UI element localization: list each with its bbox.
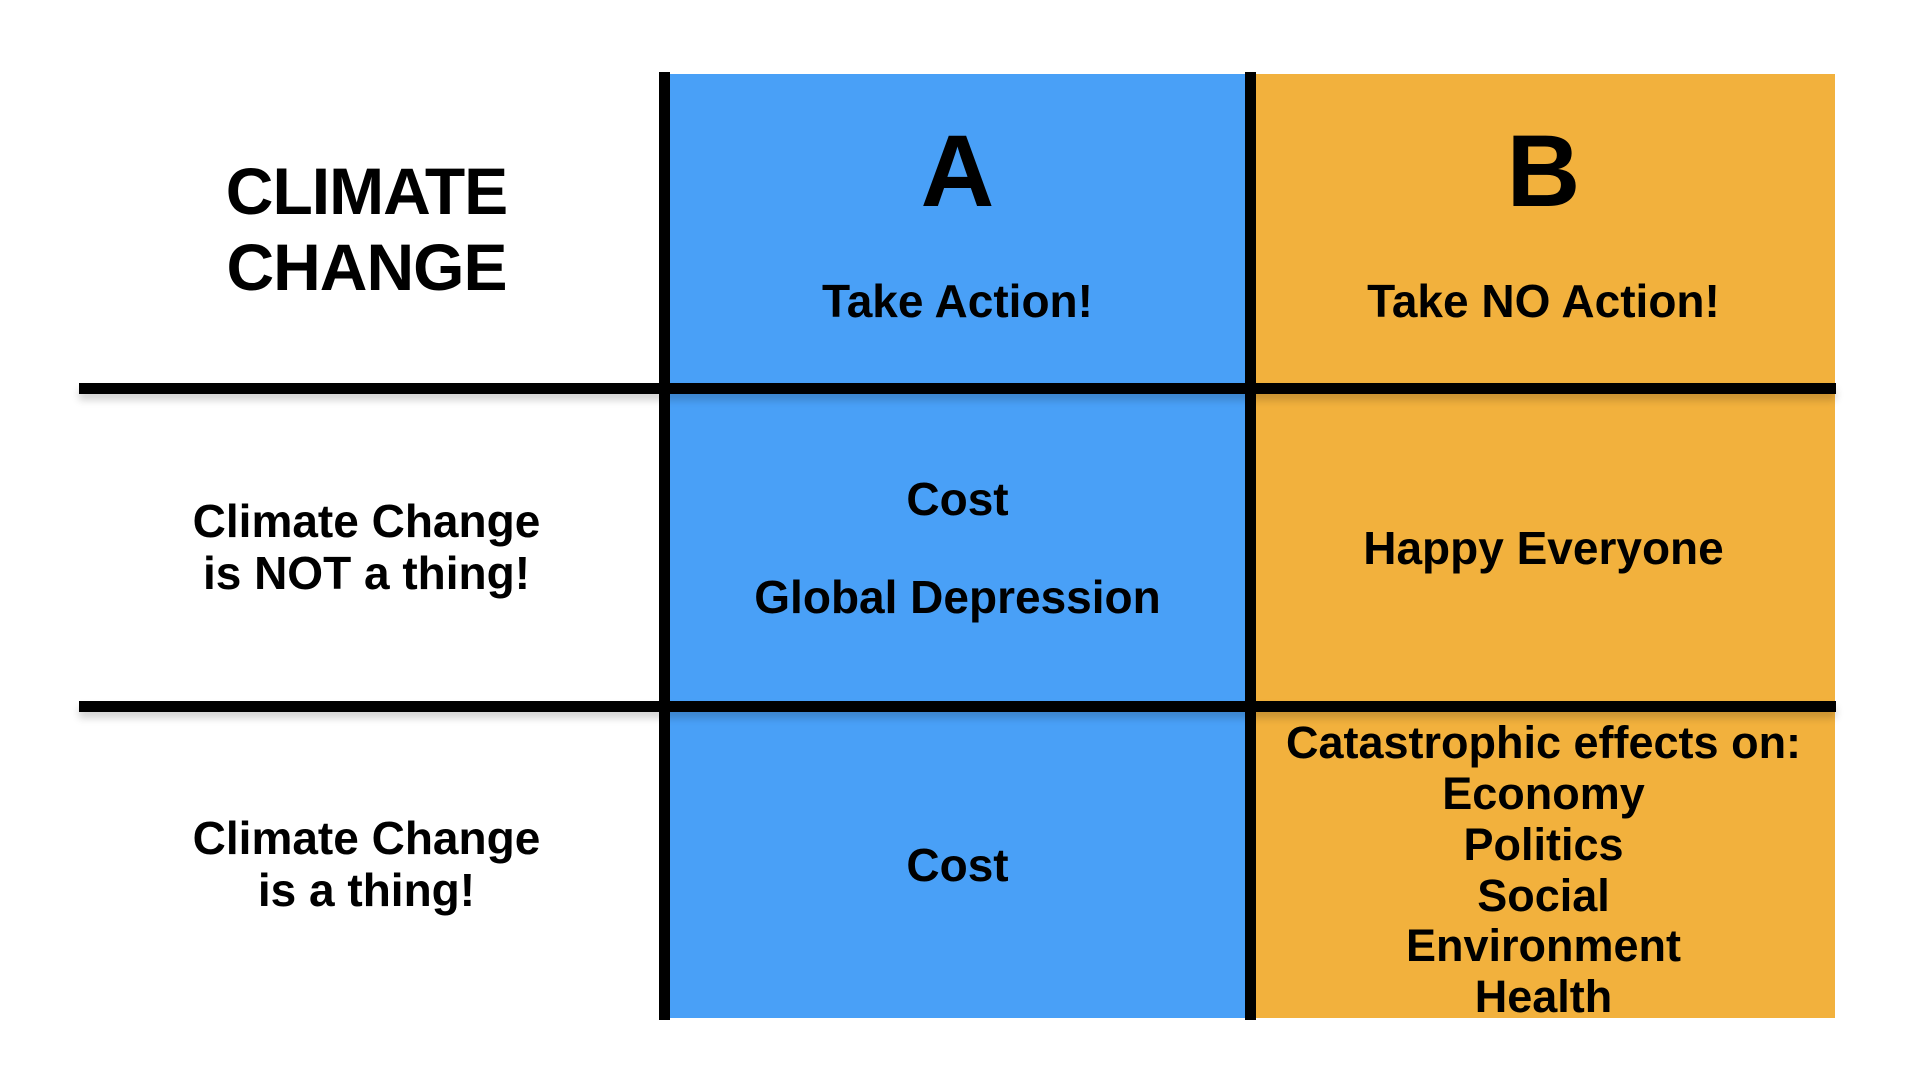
row-label-not-a-thing: Climate Change is NOT a thing! [79, 394, 654, 701]
list-item: Economy [1442, 767, 1645, 819]
table-title: CLIMATE CHANGE [79, 74, 654, 383]
list-item: Environment [1405, 920, 1682, 972]
column-header-a: A Take Action! [670, 74, 1245, 383]
column-letter-b: B [1506, 113, 1581, 228]
column-header-b: B Take NO Action! [1256, 74, 1831, 383]
row1-label-line2: is NOT a thing! [202, 546, 531, 599]
cell-b-row1-text: Happy Everyone [1363, 521, 1724, 574]
row1-label-line1: Climate Change [192, 494, 541, 547]
row-label-is-a-thing: Climate Change is a thing! [79, 712, 654, 1018]
row-divider-2 [79, 701, 1836, 712]
column-action-a: Take Action! [822, 274, 1093, 327]
cell-b-row1: Happy Everyone [1256, 394, 1831, 701]
column-divider-2 [1245, 72, 1256, 1020]
column-b-background [1250, 74, 1835, 1018]
cell-a-row2-text: Cost [906, 839, 1009, 891]
row2-label-line2: is a thing! [257, 864, 476, 916]
row2-label-line1: Climate Change [192, 812, 541, 865]
column-letter-a: A [920, 113, 995, 228]
list-item: Health [1474, 971, 1613, 1023]
cell-a-row2: Cost [670, 712, 1245, 1018]
cell-a-row1-line1: Cost [906, 472, 1009, 525]
cell-b-row2: Catastrophic effects on: Economy Politic… [1256, 712, 1831, 1022]
column-divider-1 [659, 72, 670, 1020]
cell-a-row1: Cost Global Depression [670, 394, 1245, 701]
list-item: Politics [1463, 818, 1624, 870]
cell-b-row2-heading: Catastrophic effects on: [1285, 717, 1802, 768]
row-divider-1 [79, 383, 1836, 394]
cell-a-row1-line2: Global Depression [754, 570, 1161, 623]
title-text: CLIMATE CHANGE [225, 153, 508, 304]
column-action-b: Take NO Action! [1367, 274, 1720, 327]
column-a-background [664, 74, 1250, 1018]
list-item: Social [1477, 869, 1610, 921]
